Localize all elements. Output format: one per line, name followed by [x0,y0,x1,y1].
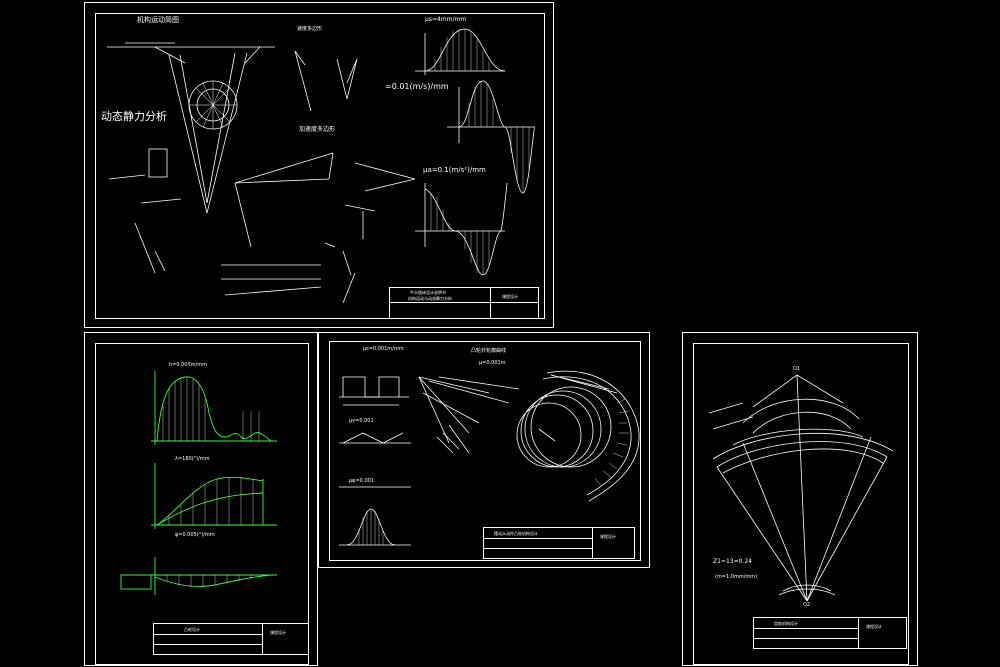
title-block-divider [754,628,858,629]
cam-curves-drawing [120,371,277,595]
title-block-line1: 牛头刨床设计说明书 [410,290,446,295]
cam-profile-label: 凸轮外轮廓曲线 [471,348,507,354]
title-block-line2: 机构运动与动态静力分析 [408,296,452,301]
sheet-inner-frame [329,341,641,561]
cam-s-label: μφ=0.001 [349,478,374,484]
cam-v-label: μv=0.001 [349,418,374,424]
title-block-right: 课程设计 [270,630,286,635]
drawing-sheet-cam-curves: h=0.005m/mm λ=180(°)/mm φ=0.005(°)/mm 凸轮… [84,332,318,666]
cam-profile-drawing [339,370,640,546]
graph1-label: h=0.005m/mm [169,362,207,368]
title-block-right: 课程设计 [600,534,616,539]
cam-scale-label: μs=0.001m/mm [363,346,404,352]
accel-polygon-label: 加速度多边形 [299,126,336,133]
cam-mid-label: μ=0.001m [479,360,506,366]
gear-center-top-label: O1 [793,366,801,372]
drawing-sheet-motion-analysis: 机构运动简图 动态静力分析 速度多边形 加速度多边形 μs=4mm/mm =0.… [84,2,554,328]
title-block-right: 课程设计 [502,294,518,299]
graph2-label: λ=180(°)/mm [175,456,210,462]
gear-params-label: Z1=13=0.24 [713,558,752,565]
scale-a-label: μs=4mm/mm [425,16,467,23]
title-block: 牛头刨床设计说明书 机构运动与动态静力分析 课程设计 [389,287,539,319]
title-block-divider [484,548,592,549]
title-block-divider [390,302,538,303]
sheet-inner-frame [693,343,909,665]
static-analysis-title: 动态静力分析 [101,110,167,123]
gear-drawing [708,374,894,602]
motion-analysis-drawing [107,28,536,304]
title-block: 摆动从动件凸轮机构设计 课程设计 [483,527,635,559]
title-block-divider [592,528,593,558]
title-block-title: 摆动从动件凸轮机构设计 [494,531,538,536]
title-block-divider [858,618,859,648]
velocity-scale-formula: =0.01(m/s)/mm [385,82,449,91]
gear-scale-label: (m=1.0mm/mm) [715,574,758,580]
motion-diagram-title: 机构运动简图 [137,16,179,24]
title-block: 齿轮机构设计 课程设计 [753,617,907,649]
title-block: 凸轮设计 课程设计 [153,623,309,655]
gear-center-bottom-label: O2 [803,602,811,608]
drawing-sheet-gear: O1 O2 Z1=13=0.24 (m=1.0mm/mm) 齿轮机构设计 课程设… [682,332,918,666]
title-block-divider [484,538,592,539]
title-block-divider [490,288,491,318]
title-block-right: 课程设计 [866,624,882,629]
sheet-inner-frame [95,13,545,319]
title-block-divider [262,624,263,654]
title-block-divider [754,638,858,639]
accel-scale-formula: μa=0.1(m/s²)/mm [423,166,486,174]
sheet-inner-frame [95,343,309,665]
velocity-polygon-label: 速度多边形 [297,26,323,32]
title-block-title: 凸轮设计 [184,627,200,632]
title-block-title: 齿轮机构设计 [774,621,798,626]
drawing-sheet-cam-profile: μs=0.001m/mm 凸轮外轮廓曲线 μ=0.001m μv=0.001 μ… [318,332,650,568]
title-block-divider [154,634,262,635]
title-block-divider [154,644,262,645]
graph3-label: φ=0.005(°)/mm [175,532,215,538]
